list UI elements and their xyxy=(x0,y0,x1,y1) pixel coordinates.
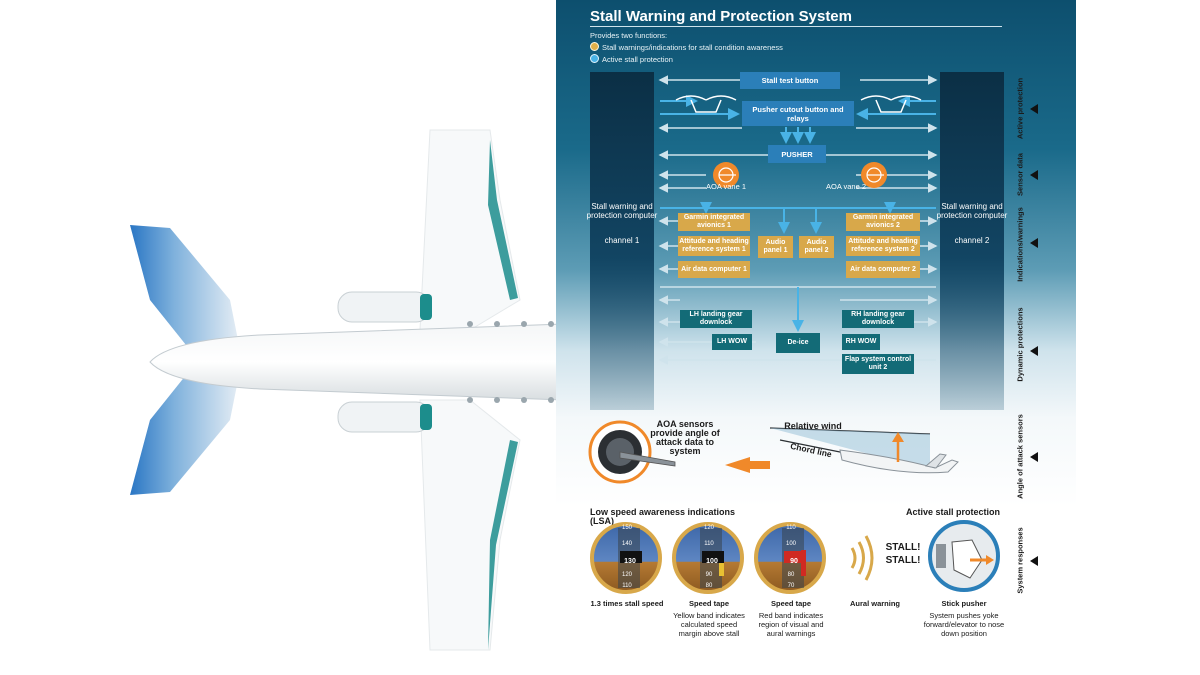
gold-dot-icon xyxy=(590,42,599,51)
pointer-triangle-icon xyxy=(1030,556,1038,566)
aoa-sensor-illustration xyxy=(588,420,959,484)
gauge-tick: 100 xyxy=(785,541,796,547)
aural-text-2: STALL! xyxy=(885,555,921,566)
channel-1-column xyxy=(590,72,654,410)
channel-1-name: Stall warning and protection computer xyxy=(586,202,658,220)
rh-gear-block: RH landing gear downlock xyxy=(842,310,914,328)
side-label-dynamic-protections: Dynamic protections xyxy=(1015,307,1025,382)
function-item-protection: Active stall protection xyxy=(590,54,673,64)
flap-system-block: Flap system control unit 2 xyxy=(842,354,914,374)
lh-wow-block: LH WOW xyxy=(712,334,752,350)
pointer-triangle-icon xyxy=(1030,346,1038,356)
pusher-cutout-block: Pusher cutout button and relays xyxy=(742,101,854,126)
aoa-vane-icon xyxy=(713,162,887,188)
gauge-tick: 80 xyxy=(787,572,795,578)
gauge-3 xyxy=(754,522,826,594)
stick-pusher-label: Stick pusher xyxy=(941,599,987,608)
stick-pusher-desc: System pushes yoke forward/elevator to n… xyxy=(923,611,1005,638)
pusher-block: PUSHER xyxy=(768,145,826,163)
lh-gear-block: LH landing gear downlock xyxy=(680,310,752,328)
channel-2-column xyxy=(940,72,1004,410)
gauge-2-desc: Yellow band indicates calculated speed m… xyxy=(673,611,745,638)
aoa-vane-1-label: AOA vane 1 xyxy=(705,182,747,191)
audio-panel-1-block: Audio panel 1 xyxy=(758,236,793,258)
ahrs-1-block: Attitude and heading reference system 1 xyxy=(678,236,750,256)
stick-pusher-icon xyxy=(928,520,1000,592)
ahrs-2-block: Attitude and heading reference system 2 xyxy=(846,236,920,256)
aural-warning-label: Aural warning xyxy=(849,599,900,608)
gauge-tick: 150 xyxy=(621,525,632,531)
function-item-warnings: Stall warnings/indications for stall con… xyxy=(590,42,783,52)
gauge-tick: 70 xyxy=(787,583,795,589)
stall-test-button-block: Stall test button xyxy=(740,72,840,89)
gauge-current: 130 xyxy=(624,558,636,565)
gauge-1-title: 1.3 times stall speed xyxy=(590,599,664,608)
aoa-vane-2-label: AOA vane 2 xyxy=(825,182,867,191)
pointer-triangle-icon xyxy=(1030,238,1038,248)
pointer-triangle-icon xyxy=(1030,452,1038,462)
gauge-tick: 90 xyxy=(705,572,713,578)
gauge-2 xyxy=(672,522,744,594)
adc-2-block: Air data computer 2 xyxy=(846,261,920,278)
garmin-1-block: Garmin integrated avionics 1 xyxy=(678,213,750,231)
functions-intro: Provides two functions: xyxy=(590,31,668,40)
gauge-tick: 110 xyxy=(622,583,632,589)
gauge-tick: 110 xyxy=(704,541,714,547)
pointer-triangle-icon xyxy=(1030,104,1038,114)
yoke-icon xyxy=(675,95,922,113)
gauge-tick: 110 xyxy=(786,525,796,531)
title-divider xyxy=(590,26,1002,27)
gauge-current: 90 xyxy=(790,558,798,565)
deice-block: De-ice xyxy=(776,333,820,353)
aoa-caption: AOA sensors provide angle of attack data… xyxy=(650,419,720,456)
gauge-1 xyxy=(590,522,662,594)
diagram-title: Stall Warning and Protection System xyxy=(590,8,852,25)
function-label: Active stall protection xyxy=(602,55,673,64)
gauge-3-desc: Red band indicates region of visual and … xyxy=(758,611,824,638)
gauge-tick: 140 xyxy=(621,541,632,547)
gauge-current: 100 xyxy=(706,558,718,565)
side-label-aoa-sensors: Angle of attack sensors xyxy=(1015,414,1025,499)
lsa-heading: Low speed awareness indications (LSA) xyxy=(590,507,736,526)
garmin-2-block: Garmin integrated avionics 2 xyxy=(846,213,920,231)
relative-wind-label: Relative wind xyxy=(784,421,842,431)
gauge-tick: 120 xyxy=(621,572,632,578)
channel-2-label: channel 2 xyxy=(954,236,990,245)
active-protection-heading: Active stall protection xyxy=(906,507,1001,517)
aural-warning-icon xyxy=(850,535,874,581)
rh-wow-block: RH WOW xyxy=(842,334,880,350)
aural-text-1: STALL! xyxy=(885,542,921,553)
gauge-tick: 80 xyxy=(705,583,713,589)
audio-panel-2-block: Audio panel 2 xyxy=(799,236,834,258)
adc-1-block: Air data computer 1 xyxy=(678,261,750,278)
arrow-left-icon xyxy=(725,457,770,473)
channel-1-label: channel 1 xyxy=(604,236,640,245)
function-label: Stall warnings/indications for stall con… xyxy=(602,43,783,52)
lsa-gauges xyxy=(590,520,1000,594)
gauge-tick: 120 xyxy=(703,525,714,531)
blue-dot-icon xyxy=(590,54,599,63)
channel-2-name: Stall warning and protection computer xyxy=(936,202,1008,220)
connection-arrows xyxy=(658,75,938,365)
gauge-3-title: Speed tape xyxy=(770,599,811,608)
gauge-2-title: Speed tape xyxy=(688,599,729,608)
pointer-triangle-icon xyxy=(1030,170,1038,180)
